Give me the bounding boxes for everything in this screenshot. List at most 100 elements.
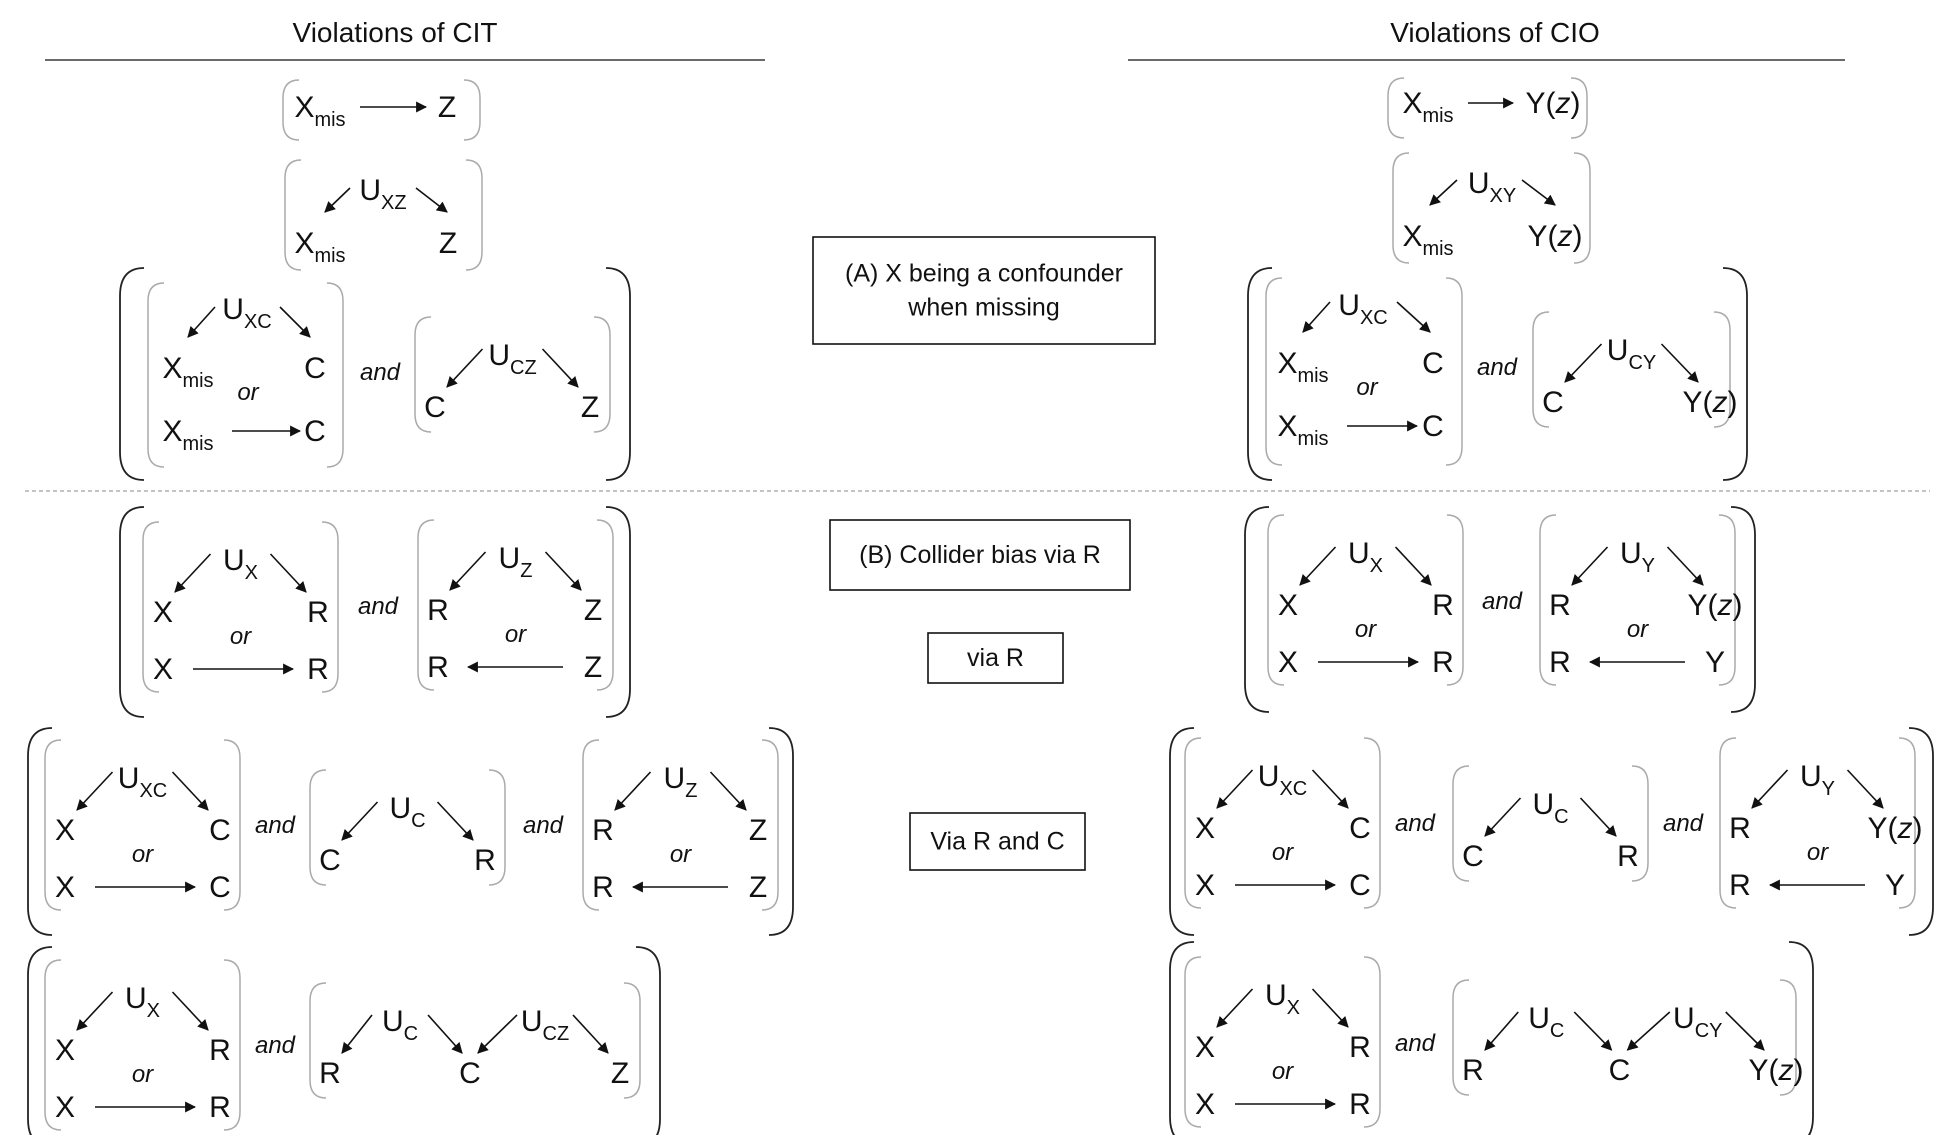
node-base: U <box>1265 979 1287 1012</box>
connector-word: and <box>523 812 564 839</box>
connector-word: and <box>1395 810 1436 837</box>
arrow-edge <box>76 991 114 1031</box>
arrow-edge <box>1302 301 1331 333</box>
node-label: R <box>474 844 496 877</box>
node-label: X <box>1195 812 1215 845</box>
inner-bracket-right <box>465 159 483 271</box>
label-box <box>812 236 1156 345</box>
inner-bracket-right <box>1363 737 1381 909</box>
node-base: X <box>1195 1031 1215 1064</box>
node-subscript: mis <box>314 245 345 267</box>
node-label: C <box>1422 347 1444 380</box>
inner-bracket-left <box>1719 737 1737 909</box>
node-base: R <box>427 651 449 684</box>
node-label: Xmis <box>162 415 213 455</box>
arrow-edge <box>614 771 652 811</box>
node-label: R <box>1349 1088 1371 1121</box>
outer-bracket-right <box>1722 267 1748 481</box>
inner-bracket-right <box>1573 152 1591 264</box>
node-subscript: X <box>1287 997 1300 1019</box>
or-connector: or <box>237 379 259 406</box>
inner-bracket-right <box>321 521 339 693</box>
label-b-collider: (B) Collider bias via R <box>829 519 1131 591</box>
node-label: UC <box>1532 788 1568 828</box>
and-connector: and <box>360 359 401 386</box>
node-base: Z <box>581 391 599 424</box>
node-base: R <box>307 653 329 686</box>
node-label: Y <box>1705 646 1725 679</box>
node-label: Y <box>1885 869 1905 902</box>
node-label: Z <box>584 651 602 684</box>
node-base: R <box>474 844 496 877</box>
label-box <box>829 519 1131 591</box>
inner-bracket-right <box>326 282 344 468</box>
inner-bracket-left <box>1184 737 1202 909</box>
connector-word: and <box>255 812 296 839</box>
inner-bracket-left <box>582 739 600 911</box>
connector-word: or <box>230 623 252 650</box>
node-label: UXC <box>1258 760 1307 800</box>
arrow-edge <box>1299 546 1337 586</box>
node-label: Xmis <box>294 91 345 131</box>
header-text: Violations of CIO <box>1390 17 1600 48</box>
node-base: Y( <box>1688 589 1718 622</box>
node-label: Xmis <box>1277 410 1328 450</box>
node-label: R <box>319 1057 341 1090</box>
and-connector: and <box>523 812 564 839</box>
or-connector: or <box>1356 374 1378 401</box>
inner-bracket-right <box>463 79 481 141</box>
node-subscript: C <box>1554 806 1568 828</box>
node-label: R <box>427 651 449 684</box>
inner-bracket-right <box>593 316 611 433</box>
node-base: X <box>1278 646 1298 679</box>
node-label: X <box>1195 869 1215 902</box>
cit-uxz-fork: UXZ Xmis Z <box>284 159 483 271</box>
node-label: X <box>1278 646 1298 679</box>
connector-word: and <box>255 1032 296 1059</box>
node-base: ) <box>1573 220 1583 253</box>
node-label: Z <box>749 871 767 904</box>
arrow-edge <box>1666 546 1704 586</box>
node-label: UXZ <box>359 174 406 214</box>
node-label: C <box>1542 386 1564 419</box>
node-label: Y(z) <box>1688 589 1743 622</box>
inner-bracket-right <box>761 739 779 911</box>
node-base: X <box>1195 869 1215 902</box>
arrow-edge <box>572 1014 609 1054</box>
node-base: U <box>382 1005 404 1038</box>
inner-bracket-left <box>282 79 300 141</box>
label-text: (B) Collider bias via R <box>859 541 1101 569</box>
arrow-edge <box>427 1014 463 1054</box>
node-base: ) <box>1913 812 1923 845</box>
arrow-edge <box>1396 301 1431 333</box>
inner-bracket-left <box>1184 956 1202 1128</box>
node-base: U <box>1348 537 1370 570</box>
node-label: R <box>592 871 614 904</box>
node-label: X <box>153 596 173 629</box>
node-label: UC <box>1528 1002 1564 1042</box>
label-line: Via R and C <box>930 828 1064 856</box>
inner-bracket-right <box>223 739 241 911</box>
node-italic-var: z <box>1712 386 1728 419</box>
node-subscript: XC <box>244 311 272 333</box>
arrow-edge <box>174 553 212 593</box>
connector-word: or <box>1807 839 1829 866</box>
inner-bracket-right <box>1570 77 1588 139</box>
node-label: Xmis <box>294 227 345 267</box>
label-box <box>927 632 1064 684</box>
node-base: R <box>427 594 449 627</box>
node-base: X <box>153 653 173 686</box>
node-base: Z <box>439 227 457 260</box>
node-label: X <box>153 653 173 686</box>
node-base: U <box>521 1005 543 1038</box>
inner-bracket-left <box>414 316 432 433</box>
node-base: X <box>1278 589 1298 622</box>
